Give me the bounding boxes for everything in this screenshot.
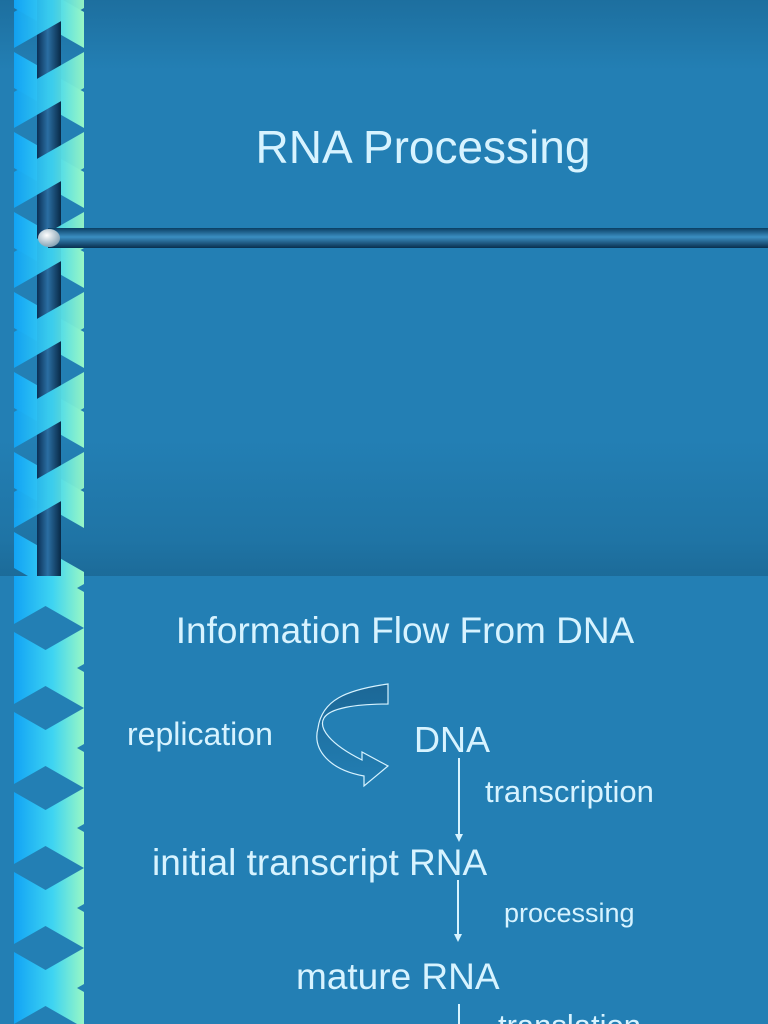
dna-helix-decoration <box>14 576 84 1024</box>
dna-helix-decoration <box>14 0 84 576</box>
helix-ribbon-front <box>14 0 84 528</box>
slide-rna-processing: RNA Processing <box>0 0 768 576</box>
divider-knob-icon <box>38 229 60 247</box>
translation-label: translation <box>498 1010 641 1024</box>
processing-label: processing <box>504 898 635 928</box>
processing-arrowhead-icon <box>454 934 462 942</box>
title-divider-bar <box>38 228 768 248</box>
initial-transcript-label: initial transcript RNA <box>152 842 488 883</box>
transcription-arrowhead-icon <box>455 834 463 842</box>
dna-label: DNA <box>414 719 491 760</box>
helix-ribbon <box>14 576 84 1024</box>
information-flow-diagram <box>316 683 463 1024</box>
slide-information-flow: Information Flow From DNA replication DN… <box>0 576 768 1024</box>
diagram-title: Information Flow From DNA <box>175 610 635 651</box>
transcription-label: transcription <box>485 774 654 809</box>
mature-rna-label: mature RNA <box>296 956 500 997</box>
replication-label: replication <box>127 716 273 752</box>
replication-curved-arrow-icon <box>316 683 390 788</box>
slide-title: RNA Processing <box>255 121 591 173</box>
